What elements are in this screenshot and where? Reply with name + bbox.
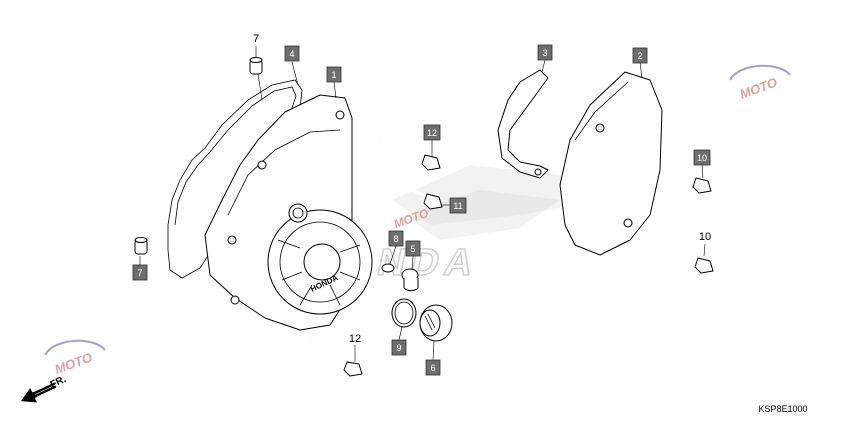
callout-label: 2 xyxy=(637,51,642,61)
callout-7-top: 7 xyxy=(253,33,259,45)
dowel-pin-bottom xyxy=(134,237,148,255)
left-crankcase-cover: HONDA xyxy=(204,94,373,331)
o-ring-large xyxy=(391,298,417,328)
callout-4: 4 xyxy=(284,45,300,62)
flange-bolt-upper xyxy=(379,138,441,171)
callout-5: 5 xyxy=(405,240,421,257)
callout-label: 4 xyxy=(289,49,294,59)
callout-label: 11 xyxy=(453,201,462,211)
diagram-code: KSP8E1000 xyxy=(758,404,807,414)
callout-10-lower: 10 xyxy=(699,231,711,243)
callout-label: 12 xyxy=(349,333,361,345)
callout-label: 9 xyxy=(396,343,401,353)
front-direction-indicator: FR. xyxy=(20,374,68,403)
callout-label: 10 xyxy=(697,153,707,163)
callout-7-bottom: 7 xyxy=(132,264,148,281)
callout-12-lower: 12 xyxy=(349,333,361,345)
callout-label: 7 xyxy=(253,33,259,45)
callout-2: 2 xyxy=(632,47,648,64)
callout-label: 7 xyxy=(137,268,142,278)
sprocket-cover-plate xyxy=(497,69,549,179)
sprocket-cover-bolt-lower xyxy=(671,246,714,274)
crankshaft-hole-cap xyxy=(419,304,453,342)
callout-6: 6 xyxy=(425,359,441,376)
callout-label: 10 xyxy=(699,231,711,243)
callout-label: 5 xyxy=(410,244,415,254)
leader-lines xyxy=(139,46,706,362)
callout-1: 1 xyxy=(326,66,342,83)
moto-logo-bottom: MOTO xyxy=(44,339,106,377)
flange-bolt-middle xyxy=(397,182,443,210)
callout-10-upper: 10 xyxy=(693,149,711,166)
dowel-pin-top xyxy=(249,57,263,75)
callout-label: 3 xyxy=(542,48,547,58)
callout-12-upper: 12 xyxy=(423,124,441,141)
drive-sprocket-cover xyxy=(559,71,663,256)
moto-logo-text: MOTO xyxy=(738,75,780,102)
moto-logo-text: MOTO xyxy=(53,350,95,377)
callout-3: 3 xyxy=(537,44,553,61)
callout-11: 11 xyxy=(449,197,467,214)
timing-hole-cap xyxy=(401,268,419,292)
moto-logo-top: MOTO xyxy=(729,64,791,102)
callout-label: 1 xyxy=(331,70,336,80)
o-ring-small xyxy=(381,263,395,273)
front-arrow-icon xyxy=(20,382,57,403)
callout-9: 9 xyxy=(391,339,407,356)
front-label: FR. xyxy=(49,374,68,391)
callout-label: 6 xyxy=(430,363,435,373)
callout-8: 8 xyxy=(388,230,404,247)
callout-label: 12 xyxy=(427,128,437,138)
flange-bolt-lower xyxy=(309,341,363,377)
callout-label: 8 xyxy=(393,234,398,244)
sprocket-cover-bolt-upper xyxy=(667,166,712,194)
